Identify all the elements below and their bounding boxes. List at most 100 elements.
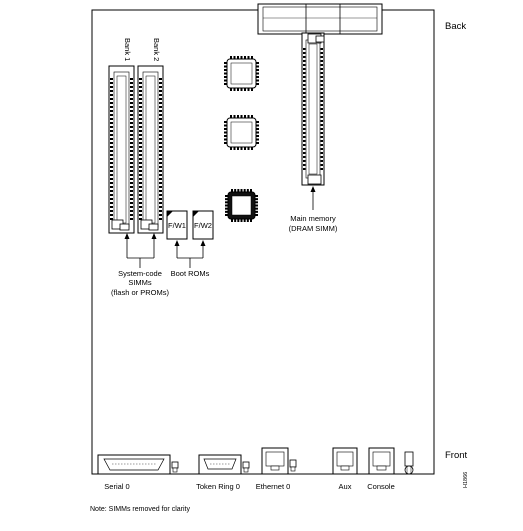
socket-pin [159,166,162,168]
socket-pin [110,154,113,156]
socket-pin [159,150,162,152]
chip-lead [234,189,237,192]
socket-pin [139,154,142,156]
chip-lead [237,189,240,192]
chip-lead [251,147,253,150]
socket-pin [130,190,133,192]
socket-pin [130,170,133,172]
chip-lead [224,138,227,141]
socket-pin [139,118,142,120]
socket-pin [303,156,306,158]
socket-pin [320,48,323,50]
socket-pin [110,206,113,208]
chip-lead [224,62,227,64]
socket-pin [159,186,162,188]
system-code-label-1: System-code [118,269,162,278]
serial-0-led [171,461,179,473]
chip-lead [233,88,236,91]
socket-pin [320,88,323,90]
chip-lead [251,88,253,91]
system-code-arrow-right [151,233,157,239]
socket-pin [130,194,133,196]
ethernet-0-label: Ethernet 0 [256,482,291,491]
socket-pin [139,218,142,220]
socket-pin [303,52,306,54]
socket-pin [320,68,323,70]
socket-pin [139,86,142,88]
chip-lead [224,76,227,78]
socket-pin [130,146,133,148]
chip-lead [247,88,250,91]
socket-pin [320,60,323,62]
socket-pin [139,138,142,140]
chip-lead [240,219,243,222]
socket-pin [159,118,162,120]
chip-lead [224,121,227,123]
socket-pin [130,114,133,116]
chip-lead [224,142,227,144]
figure-id: H1866 [463,472,469,488]
socket-pin [303,160,306,162]
socket-pin [303,100,306,102]
chip-lead [256,142,259,144]
back-label: Back [445,21,466,32]
socket-pin [110,202,113,204]
socket-pin [159,218,162,220]
socket-pin [110,134,113,136]
socket-pin [303,144,306,146]
socket-pin [139,126,142,128]
chip-lead [251,56,253,59]
socket-pin [320,72,323,74]
socket-pin [320,56,323,58]
socket-pin [303,56,306,58]
socket-pin [110,210,113,212]
chip-lead [246,219,249,222]
chip-lead [225,201,228,204]
socket-pin [303,136,306,138]
socket-pin [303,92,306,94]
chip-lead [233,147,236,150]
processor-chip-2 [226,117,257,148]
socket-pin [110,102,113,104]
socket-pin [159,154,162,156]
socket-pin [130,186,133,188]
chip-lead [224,72,227,75]
chip-lead [256,69,259,71]
processor-chip-3 [227,191,256,220]
socket-pin [303,112,306,114]
chip-lead [256,72,259,75]
socket-pin [320,84,323,86]
socket-pin [303,88,306,90]
main-memory-pins [303,48,323,170]
chip-lead [234,219,237,222]
system-code-label-3: (flash or PROMs) [111,288,169,297]
chip-lead [244,115,246,118]
socket-pin [130,166,133,168]
chip-lead [256,138,259,141]
socket-pin [320,120,323,122]
socket-pin [110,170,113,172]
chip-lead [255,201,258,204]
socket-pin [110,98,113,100]
chip-lead [247,115,250,118]
boot-rom-fw2 [192,210,214,240]
socket-pin [139,198,142,200]
socket-pin [139,142,142,144]
socket-pin [139,110,142,112]
socket-pin [320,168,323,170]
socket-pin [110,218,113,220]
socket-pin [110,166,113,168]
chip-lead [237,219,240,222]
socket-pin [159,170,162,172]
socket-pin [130,118,133,120]
console-label: Console [367,482,395,491]
chip-lead [237,115,239,118]
socket-pin [130,110,133,112]
socket-pin [130,214,133,216]
socket-pin [159,162,162,164]
chip-lead [225,207,228,210]
socket-pin [130,130,133,132]
socket-pin [303,60,306,62]
bank-2-simm-socket [137,65,164,234]
socket-pin [110,86,113,88]
